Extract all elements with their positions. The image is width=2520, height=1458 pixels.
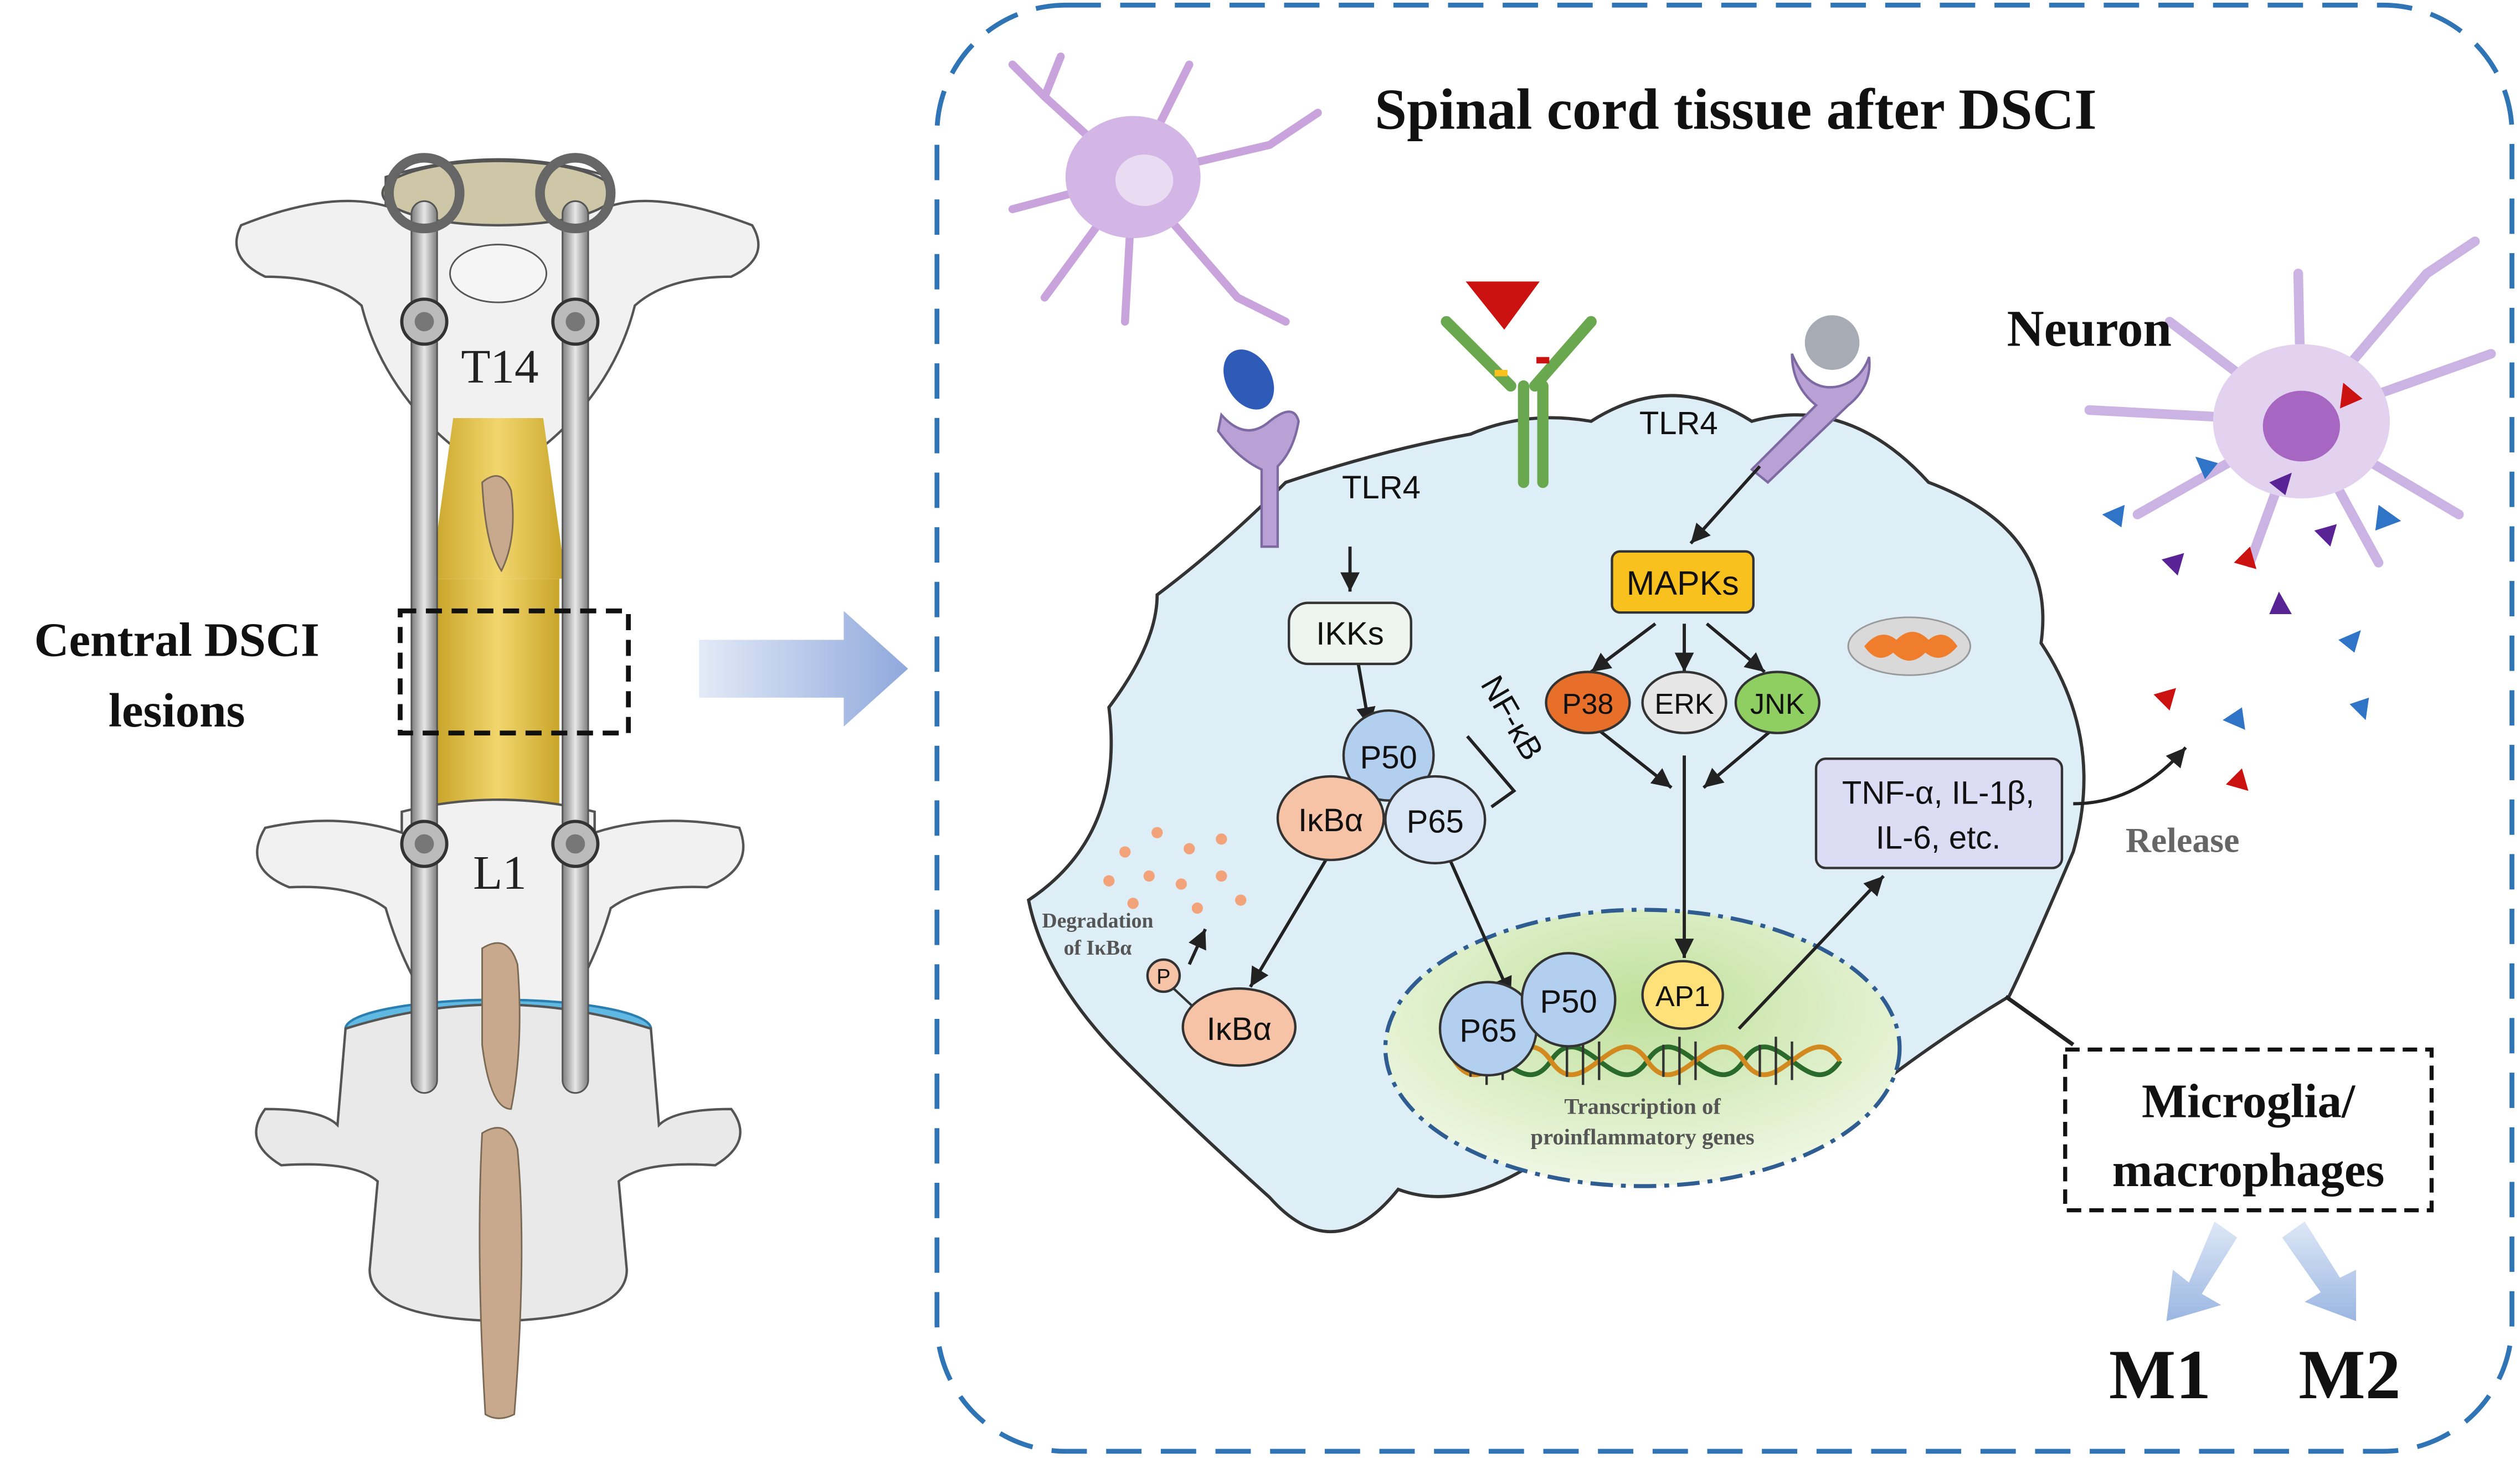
microglia-label-line1: Microglia/ — [2142, 1074, 2356, 1127]
tlr4-right-label: TLR4 — [1639, 405, 1718, 441]
degradation-label-line1: Degradation — [1042, 909, 1153, 932]
phospho-node — [1146, 958, 1181, 993]
neuron-label: Neuron — [2007, 300, 2172, 357]
p38-node — [1545, 671, 1631, 734]
cytokine-particles — [2102, 383, 2401, 791]
nucleus — [1383, 908, 1902, 1188]
lesion-label-line2: lesions — [109, 683, 245, 737]
p65-nucleus-label: P65 — [1459, 1013, 1516, 1049]
ap1-node — [1641, 960, 1724, 1030]
neuron-small-icon — [1008, 52, 1322, 326]
panel-title: Spinal cord tissue after DSCI — [1375, 78, 2097, 142]
antibody-icon — [1441, 281, 1597, 488]
phospho-label: P — [1156, 965, 1170, 988]
degradation-label-line2: of IκBα — [1064, 936, 1132, 960]
p65-node-top — [1384, 775, 1487, 864]
tlr4-receptor-right-icon — [1750, 315, 1871, 484]
m1-arrow — [2166, 1221, 2238, 1321]
p50-node-top — [1342, 709, 1435, 802]
pedicle-screw-upper-right — [551, 297, 600, 346]
cytokines-line2: IL-6, etc. — [1876, 820, 2001, 856]
m2-label: M2 — [2298, 1335, 2400, 1414]
cytokines-box — [1814, 758, 2064, 869]
ikks-node — [1288, 601, 1412, 666]
neuron-large-icon — [2084, 236, 2496, 568]
pathway-arrows — [1187, 465, 2187, 1047]
pedicle-screw-lower-right — [551, 820, 600, 868]
transcription-label-line1: Transcription of — [1564, 1094, 1721, 1119]
lesion-box — [398, 608, 631, 736]
spine-illustration — [235, 153, 760, 1419]
ikba-bottom-label: IκBα — [1207, 1011, 1272, 1047]
p50-top-label: P50 — [1360, 740, 1417, 776]
ap1-label: AP1 — [1655, 981, 1710, 1013]
erk-node — [1641, 671, 1727, 734]
microglia-label-line2: macrophages — [2112, 1143, 2385, 1197]
lesion-label-line1: Central DSCI — [34, 612, 320, 666]
tlr4-receptor-left-icon — [1217, 349, 1300, 548]
p50-node-nucleus — [1520, 952, 1617, 1048]
jnk-label: JNK — [1750, 688, 1805, 720]
m1-label: M1 — [2109, 1335, 2211, 1414]
degradation-fragments — [1103, 827, 1247, 914]
ikba-node-top — [1276, 775, 1385, 862]
p38-label: P38 — [1562, 688, 1614, 720]
tlr4-left-label: TLR4 — [1342, 470, 1421, 506]
vertebra-label-t14: T14 — [461, 339, 538, 393]
mitochondrion-icon — [1847, 616, 1972, 676]
cytokines-line1: TNF-α, IL-1β, — [1842, 775, 2034, 811]
ikba-top-label: IκBα — [1298, 802, 1363, 838]
ikba-node-bottom — [1181, 987, 1297, 1067]
mapks-label: MAPKs — [1627, 564, 1739, 602]
ikks-label: IKKs — [1316, 616, 1384, 652]
m2-arrow — [2282, 1221, 2357, 1321]
tissue-frame — [934, 2, 2514, 1454]
vertebra-label-l1: L1 — [473, 846, 527, 899]
pedicle-screw-upper-left — [400, 297, 449, 346]
mapks-node — [1611, 550, 1755, 614]
erk-label: ERK — [1654, 688, 1714, 720]
p65-top-label: P65 — [1407, 804, 1464, 840]
transcription-label-line2: proinflammatory genes — [1531, 1125, 1755, 1150]
pedicle-screw-lower-left — [400, 820, 449, 868]
microglia-box — [2063, 1047, 2434, 1213]
panel-transition-arrow — [699, 611, 908, 727]
release-label: Release — [2126, 820, 2240, 859]
p50-nucleus-label: P50 — [1540, 984, 1597, 1020]
jnk-node — [1734, 671, 1820, 734]
